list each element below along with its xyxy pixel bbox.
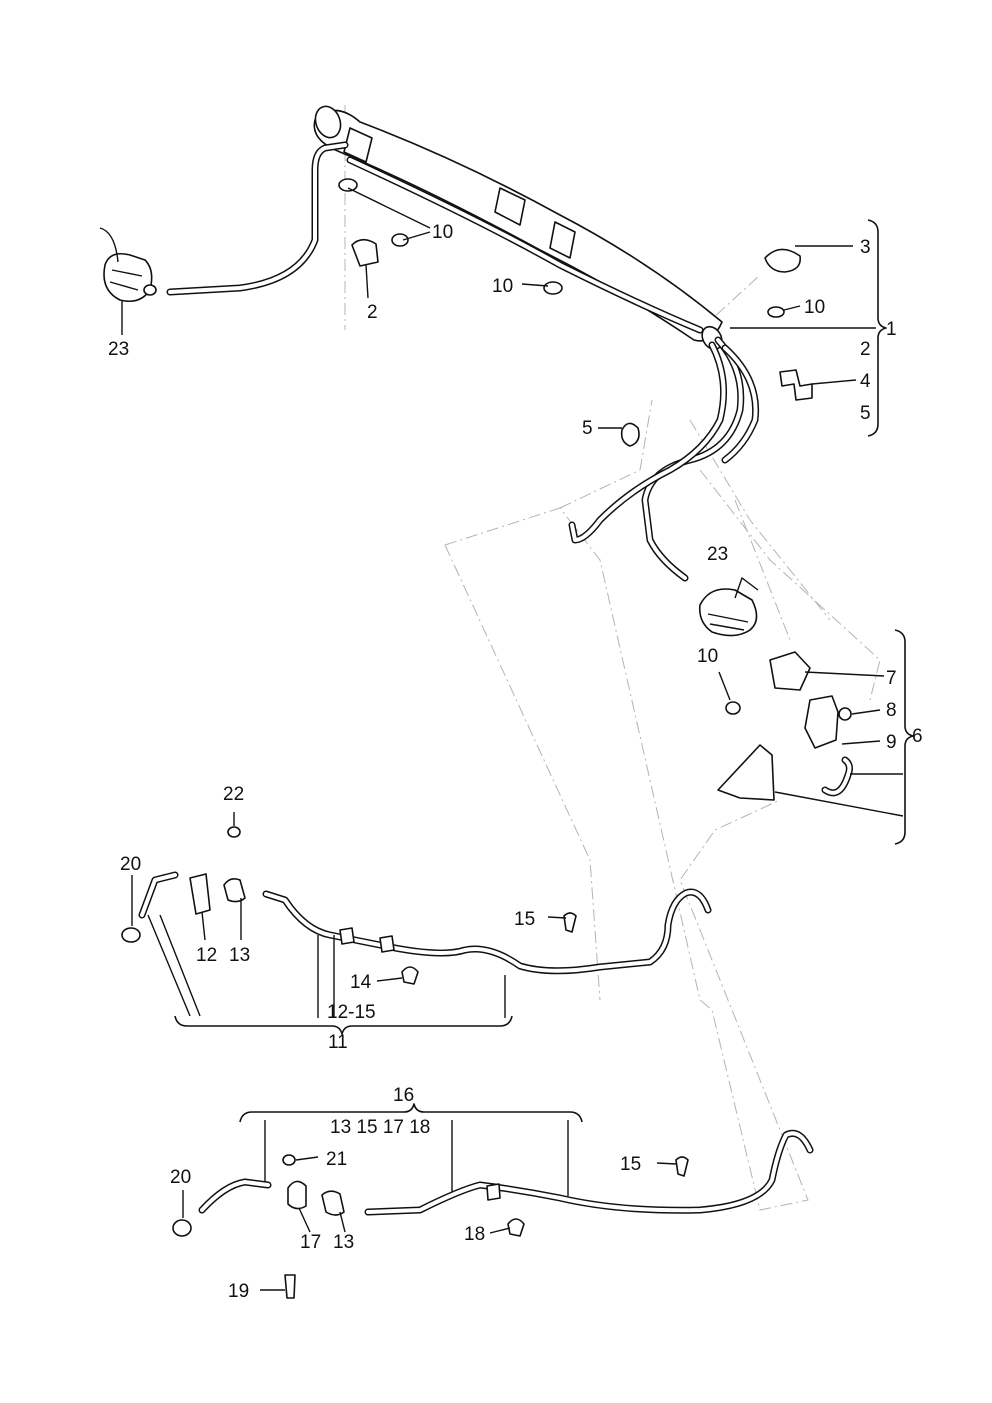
callout-2-left: 2 [367, 302, 378, 323]
vent-hose-left [166, 141, 704, 334]
callout-15-upper: 15 [514, 909, 535, 930]
callout-10-top-left: 10 [432, 222, 453, 243]
callout-5-right: 5 [860, 403, 871, 424]
callout-21: 21 [326, 1149, 347, 1170]
callout-14: 14 [350, 972, 372, 993]
callout-10-middle: 10 [492, 276, 513, 297]
filler-pipe-assembly [313, 105, 723, 351]
callout-13-lower: 13 [333, 1232, 354, 1253]
callout-16: 16 [393, 1085, 414, 1106]
vent-valve-left [99, 227, 157, 303]
small-parts-top [338, 178, 813, 447]
callout-13-upper: 13 [229, 945, 250, 966]
callout-8: 8 [886, 700, 897, 721]
callout-4: 4 [860, 371, 871, 392]
callout-20-upper: 20 [120, 854, 141, 875]
line-assembly-11 [121, 826, 712, 985]
callout-6: 6 [912, 726, 923, 747]
callout-23-right: 23 [707, 544, 728, 565]
purge-valve-cluster [717, 651, 853, 801]
callout-5-left: 5 [582, 418, 593, 439]
callout-17: 17 [300, 1232, 321, 1253]
vent-hose-right [568, 336, 760, 582]
line-assembly-16 [172, 1129, 814, 1299]
callout-1: 1 [886, 319, 897, 340]
callout-7: 7 [886, 668, 897, 689]
callout-22: 22 [223, 784, 244, 805]
callout-12-15: 12-15 [327, 1002, 376, 1023]
callout-3: 3 [860, 237, 871, 258]
callout-2-right: 2 [860, 339, 871, 360]
callout-20-lower: 20 [170, 1167, 191, 1188]
callout-19: 19 [228, 1281, 249, 1302]
callout-11: 11 [328, 1032, 348, 1053]
callout-10-lower: 10 [697, 646, 718, 667]
callout-10-right: 10 [804, 297, 825, 318]
callout-18: 18 [464, 1224, 485, 1245]
callout-16-members: 13 15 17 18 [330, 1117, 430, 1138]
callout-labels: 10 2 23 10 3 10 1 2 4 5 5 23 10 7 8 9 6 … [108, 222, 923, 1302]
braces [174, 219, 914, 1123]
leader-lines [121, 187, 904, 1291]
callout-9: 9 [886, 732, 897, 753]
callout-15-lower: 15 [620, 1154, 641, 1175]
callout-12: 12 [196, 945, 217, 966]
assembly-outlines [344, 105, 881, 1211]
callout-23-left: 23 [108, 339, 129, 360]
vent-valve-right [698, 576, 759, 637]
